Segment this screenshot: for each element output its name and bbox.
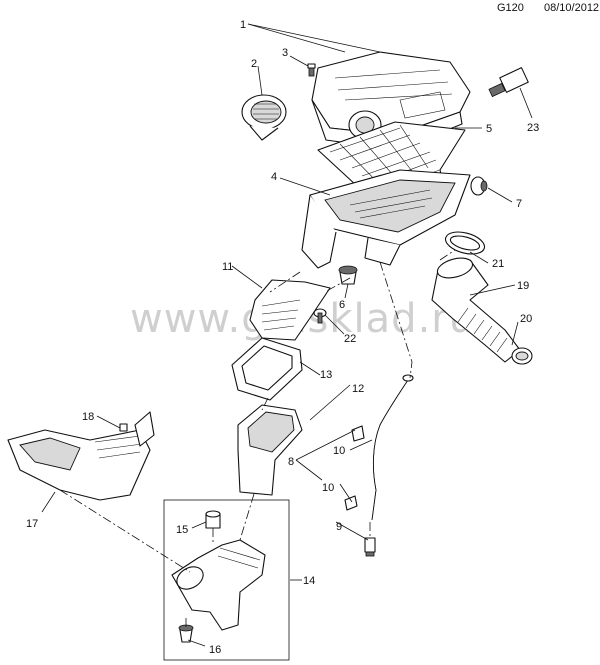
part-9-connector <box>364 537 376 557</box>
part-4-lower-housing <box>301 169 471 269</box>
callout-3: 3 <box>282 47 288 59</box>
callout-6: 6 <box>339 299 345 311</box>
part-23-sensor <box>488 67 529 98</box>
callout-labels: 1 2 3 4 5 6 7 8 9 10 10 11 12 13 14 15 1… <box>26 19 539 656</box>
part-14-assembly-box <box>163 499 290 661</box>
part-12-lower-duct <box>237 404 303 496</box>
callout-22: 22 <box>344 333 356 345</box>
callout-1: 1 <box>240 19 246 31</box>
callout-14: 14 <box>303 575 315 587</box>
callout-4: 4 <box>271 171 277 183</box>
part-2-sensor-ring <box>241 94 287 141</box>
diagram-date: 08/10/2012 <box>544 2 600 14</box>
callout-8: 8 <box>288 456 294 468</box>
part-6-mount <box>338 265 358 285</box>
part-13-gasket <box>231 337 303 401</box>
callout-21: 21 <box>492 258 504 270</box>
part-11-resonator-upper <box>249 279 331 341</box>
callout-2: 2 <box>251 58 257 70</box>
callout-7: 7 <box>516 198 522 210</box>
callout-23: 23 <box>527 122 539 134</box>
callout-17: 17 <box>26 518 38 530</box>
part-17-air-inlet <box>7 429 151 501</box>
callout-15: 15 <box>176 524 188 536</box>
callout-9: 9 <box>336 521 342 533</box>
callout-12: 12 <box>352 383 364 395</box>
callout-10-lower: 10 <box>322 482 334 494</box>
part-3-screw <box>307 63 316 77</box>
callout-16: 16 <box>209 644 221 656</box>
part-19-intake-duct <box>431 257 521 363</box>
assembly-lines <box>59 249 456 630</box>
part-7-grommet <box>470 176 488 196</box>
diagram-code: G120 <box>497 2 524 14</box>
callout-10-upper: 10 <box>333 445 345 457</box>
part-14-resonator-assembly <box>171 539 266 631</box>
part-20-clamp <box>511 347 533 365</box>
part-21-clamp <box>444 231 486 255</box>
part-16-grommet <box>178 624 194 643</box>
callout-18: 18 <box>82 411 94 423</box>
leader-lines <box>41 23 533 647</box>
callout-11: 11 <box>222 261 233 273</box>
part-22-bolt <box>313 308 327 324</box>
callout-5: 5 <box>486 123 492 135</box>
callout-19: 19 <box>517 280 529 292</box>
callout-13: 13 <box>320 369 332 381</box>
callout-20: 20 <box>520 313 532 325</box>
part-15-plug <box>205 510 221 529</box>
part-18-screw <box>119 411 155 447</box>
